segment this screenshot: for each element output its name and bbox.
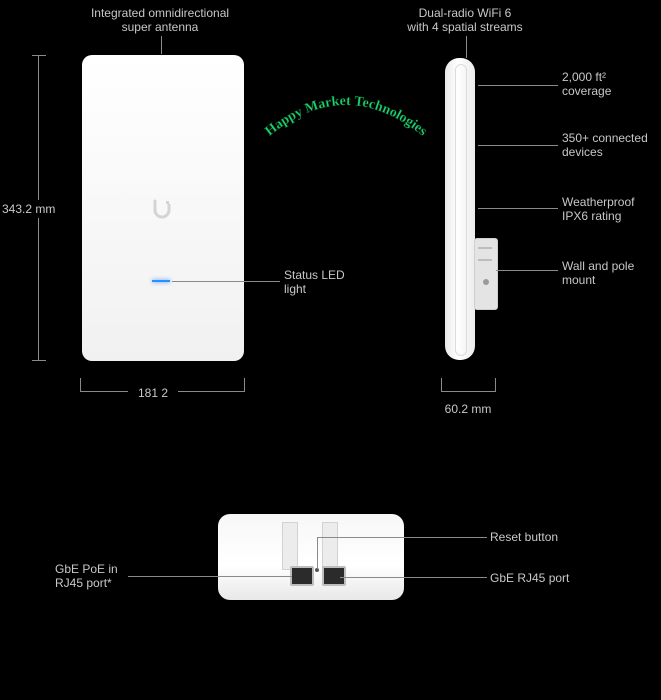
mount-bracket-slot <box>478 247 492 249</box>
mount-bracket-screw <box>483 279 489 285</box>
rj45-port <box>322 566 346 586</box>
bottom-bracket-left <box>282 522 298 570</box>
svg-text:Happy Market Technologies: Happy Market Technologies <box>263 94 430 140</box>
mount-pointer-line <box>496 270 558 271</box>
weather-pointer-line <box>478 208 558 209</box>
poe-label: GbE PoE in RJ45 port* <box>55 562 118 590</box>
devices-pointer-line <box>478 145 558 146</box>
height-label: 343.2 mm <box>2 200 56 218</box>
reset-pointer-line-vertical <box>317 537 318 569</box>
reset-label: Reset button <box>490 530 559 544</box>
status-led <box>152 280 170 282</box>
devices-label: 350+ connected devices <box>562 131 648 159</box>
coverage-label: 2,000 ft² coverage <box>562 70 612 98</box>
depth-dimension-left-tick <box>441 378 442 392</box>
bottom-bracket-right <box>322 522 338 570</box>
coverage-pointer-line <box>478 85 558 86</box>
ubiquiti-logo-icon <box>153 199 171 219</box>
side-panel <box>445 58 475 360</box>
mount-bracket-slot <box>478 259 492 261</box>
front-panel <box>82 55 244 361</box>
radio-pointer-line <box>466 36 467 58</box>
height-dimension-bottom-tick <box>32 360 46 361</box>
mount-bracket <box>474 238 498 310</box>
weather-label: Weatherproof IPX6 rating <box>562 195 635 223</box>
width-label: 181 2 <box>128 386 178 398</box>
depth-dimension-line <box>441 391 496 392</box>
poe-pointer-line <box>128 576 292 577</box>
side-panel-edge <box>455 64 467 356</box>
radio-label: Dual-radio WiFi 6 with 4 spatial streams <box>407 6 523 34</box>
rj45-pointer-line <box>340 577 487 578</box>
reset-button <box>315 568 319 572</box>
reset-pointer-line <box>317 537 487 538</box>
bottom-panel <box>218 514 404 600</box>
height-dimension-top-tick <box>32 55 46 56</box>
width-dimension-left-tick <box>80 378 81 392</box>
depth-label: 60.2 mm <box>444 402 492 416</box>
antenna-label: Integrated omnidirectional super antenna <box>90 6 230 34</box>
width-dimension-right-tick <box>244 378 245 392</box>
mount-label: Wall and pole mount <box>562 259 635 287</box>
antenna-pointer-line <box>161 36 162 54</box>
poe-rj45-port <box>290 566 314 586</box>
status-led-label: Status LED light <box>284 268 345 296</box>
depth-dimension-right-tick <box>495 378 496 392</box>
rj45-label: GbE RJ45 port <box>490 571 570 585</box>
status-led-pointer-line <box>172 281 280 282</box>
watermark-arc-text: Happy Market Technologies <box>262 94 430 140</box>
